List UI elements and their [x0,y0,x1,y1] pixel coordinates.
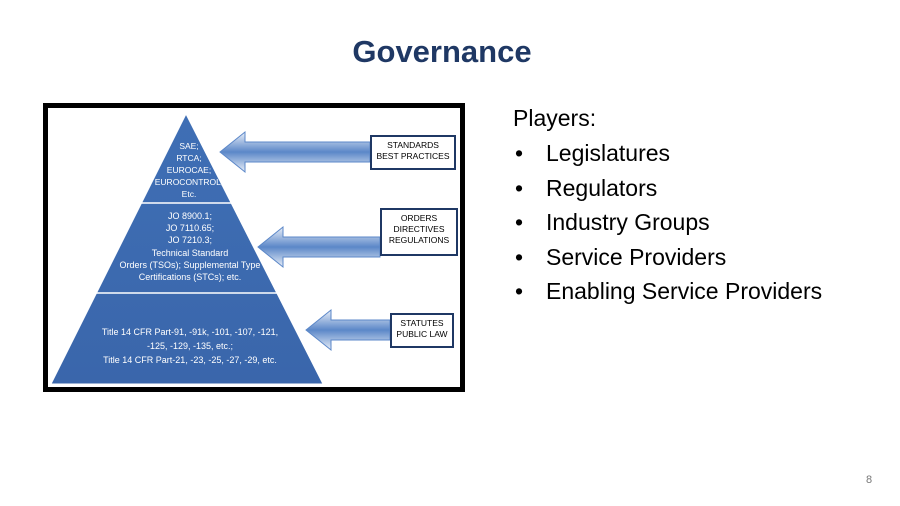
bullet-icon: • [515,174,524,201]
label-line: ORDERS [400,213,438,223]
tier-line: Etc. [181,189,197,199]
tier-line: EUROCONTROL; [154,177,224,187]
label-line: BEST PRACTICES [376,151,450,161]
tier-line: SAE; [179,141,199,151]
pyramid-tier-statutes: Title 14 CFR Part-91, -91k, -101, -107, … [70,325,310,367]
list-item: • Enabling Service Providers [513,277,893,312]
tier-line: Title 14 CFR Part-91, -91k, -101, -107, … [101,327,279,337]
tier-line: JO 8900.1; [167,211,213,221]
players-heading: Players: [513,105,597,131]
arrow-standards [219,130,371,174]
label-line: STANDARDS [387,140,439,150]
list-item: • Service Providers [513,243,893,278]
label-statutes: STATUTES PUBLIC LAW [390,313,454,348]
diagram-graphics [50,112,391,385]
tier-line: Certifications (STCs); etc. [138,272,242,283]
label-orders: ORDERS DIRECTIVES REGULATIONS [380,208,458,256]
tier-line: JO 7210.3; [167,235,213,246]
tier-line: RTCA; [176,153,202,163]
tier-line: Orders (TSOs); Supplemental Type [119,259,261,270]
slide-title: Governance [352,34,532,69]
bullet-icon: • [515,209,524,235]
list-item: • Regulators [513,174,893,209]
governance-diagram: SAE; RTCA; EUROCAE; EUROCONTROL; Etc. JO… [43,103,465,392]
pyramid-tier-orders: JO 8900.1; JO 7110.65; JO 7210.3; Techni… [96,210,284,283]
diagram-canvas: SAE; RTCA; EUROCAE; EUROCONTROL; Etc. JO… [48,108,460,387]
players-list: Players: • Legislatures • Regulators • Indu… [513,104,893,312]
label-line: STATUTES [400,318,444,328]
label-line: DIRECTIVES [393,224,445,234]
list-item-label: Regulators [546,174,658,201]
list-item-label: Legislatures [546,140,671,166]
players-bullets: • Legislatures • Regulators • Industry Grou… [513,139,893,312]
tier-line: Technical Standard [151,247,229,258]
arrow-statutes [305,308,391,352]
label-line: REGULATIONS [388,235,450,245]
tier-line: -125, -129, -135, etc.; [146,341,234,351]
pyramid-tier-standards: SAE; RTCA; EUROCAE; EUROCONTROL; Etc. [144,140,234,200]
tier-line: Title 14 CFR Part-21, -23, -25, -27, -29… [103,355,277,365]
label-standards: STANDARDS BEST PRACTICES [370,135,456,170]
list-item: • Industry Groups [513,208,893,243]
bullet-icon: • [515,140,524,166]
list-item-label: Industry Groups [546,209,710,235]
bullet-icon: • [515,243,524,270]
list-item-label: Enabling Service Providers [546,278,823,304]
list-item-label: Service Providers [546,243,727,270]
page-number: 8 [866,474,873,486]
list-item: • Legislatures [513,139,893,174]
pyramid-shape [50,112,324,385]
bullet-icon: • [515,278,524,304]
label-line: PUBLIC LAW [396,329,448,339]
tier-line: JO 7110.65; [165,223,215,234]
tier-line: EUROCAE; [166,165,212,175]
